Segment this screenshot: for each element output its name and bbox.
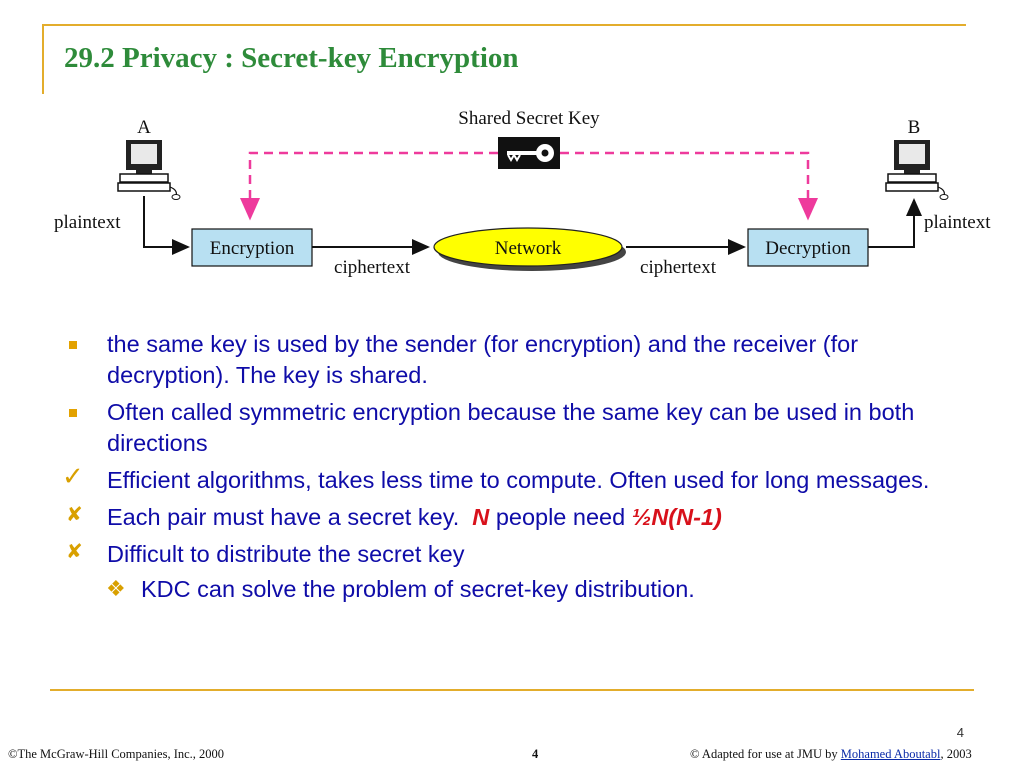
encryption-box: [191, 228, 313, 267]
computer-a-icon: [117, 140, 181, 200]
sub-bullet-item: ❖ KDC can solve the problem of secret-ke…: [106, 574, 976, 605]
secret-key-diagram: Shared Secret Key A B plaintext plaintex…: [54, 108, 991, 278]
bullet-text: Each pair must have a secret key.: [107, 504, 460, 530]
left-rule: [42, 24, 44, 94]
decryption-label: Decryption: [765, 238, 851, 259]
bullet-list: the same key is used by the sender (for …: [62, 329, 976, 605]
bullet-item: ✓ Efficient algorithms, takes less time …: [62, 461, 930, 493]
bottom-rule: [50, 689, 974, 691]
key-link-right: [560, 151, 818, 221]
bullet-text: Often called symmetric encryption becaus…: [107, 399, 915, 456]
plaintext-right-label: plaintext: [924, 212, 991, 233]
decryption-box: [747, 228, 869, 267]
bullet-text: people need: [495, 504, 626, 530]
n-variable: N: [472, 504, 490, 530]
author-link[interactable]: Mohamed Aboutabl: [840, 747, 941, 761]
footer-center-page: 4: [532, 747, 539, 761]
bullet-item: ✘ Each pair must have a secret key. N pe…: [66, 504, 722, 530]
bullet-text: Efficient algorithms, takes less time to…: [107, 467, 930, 493]
arrow-a-to-encryption: [143, 196, 190, 255]
arrow-decryption-to-b: [868, 198, 922, 248]
bullet-item: Often called symmetric encryption becaus…: [66, 397, 976, 459]
network-ellipse: [433, 227, 623, 267]
key-count-formula: ½N(N-1): [631, 504, 722, 530]
bullet-item: the same key is used by the sender (for …: [66, 329, 976, 391]
plaintext-left-label: plaintext: [54, 212, 121, 233]
key-icon: [498, 137, 560, 169]
node-a-label: A: [137, 117, 151, 138]
key-link-left: [240, 151, 498, 221]
page-number: 4: [956, 725, 964, 740]
sub-bullet-text: KDC can solve the problem of secret-key …: [141, 576, 695, 602]
bullet-text: Difficult to distribute the secret key: [107, 541, 465, 567]
footer-credit-suffix: , 2003: [940, 747, 972, 761]
footer-credit: © Adapted for use at JMU by Mohamed Abou…: [690, 747, 972, 762]
encryption-label: Encryption: [210, 238, 295, 259]
network-label: Network: [495, 238, 562, 259]
shared-key-label: Shared Secret Key: [458, 108, 600, 129]
footer-copyright: ©The McGraw-Hill Companies, Inc., 2000: [8, 747, 225, 761]
slide-title: 29.2 Privacy : Secret-key Encryption: [64, 42, 519, 74]
node-b-label: B: [908, 117, 921, 138]
computer-b-icon: [885, 140, 949, 200]
ciphertext-left-label: ciphertext: [334, 257, 411, 278]
top-rule: [42, 24, 966, 26]
bullet-text: the same key is used by the sender (for …: [107, 331, 859, 388]
ciphertext-right-label: ciphertext: [640, 257, 717, 278]
diamond-bullet-icon: ❖: [106, 576, 126, 601]
footer-credit-prefix: © Adapted for use at JMU by: [690, 747, 838, 761]
bullet-item: ✘ Difficult to distribute the secret key: [66, 541, 465, 567]
